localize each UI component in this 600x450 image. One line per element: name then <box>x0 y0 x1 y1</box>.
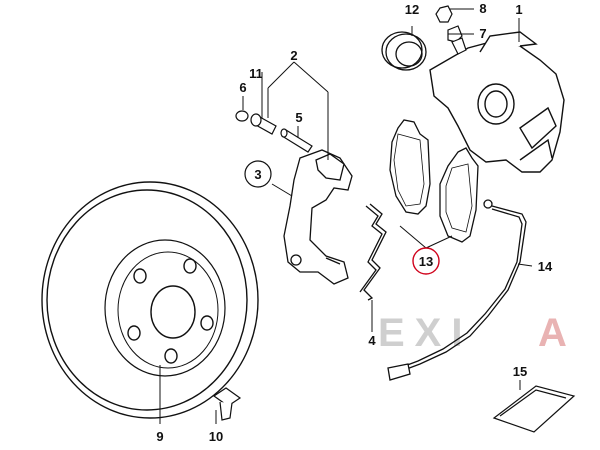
callout-13: 13 <box>419 254 433 269</box>
callout-6: 6 <box>239 80 246 95</box>
leader-lines <box>159 8 533 424</box>
watermark: EXI A <box>378 311 577 355</box>
callout-1: 1 <box>515 2 522 17</box>
callout-3: 3 <box>254 167 261 182</box>
brake-caliper <box>429 31 565 173</box>
callout-15: 15 <box>513 364 527 379</box>
callout-5: 5 <box>295 110 302 125</box>
countersunk-screw <box>212 387 242 421</box>
guide-bolt-set <box>235 110 313 153</box>
grease-packet <box>492 385 576 433</box>
seal-ring <box>381 31 427 71</box>
callout-9: 9 <box>156 429 163 444</box>
brake-carrier <box>283 149 353 285</box>
callout-ring-3 <box>244 160 272 188</box>
callout-11: 11 <box>249 66 263 81</box>
callout-4: 4 <box>368 333 376 348</box>
wear-sensor <box>387 199 527 381</box>
anti-rattle-spring <box>359 203 387 301</box>
callout-12: 12 <box>405 2 419 17</box>
callout-ring-13 <box>412 247 440 275</box>
watermark-text: EXI <box>378 311 472 355</box>
callout-2: 2 <box>290 48 297 63</box>
watermark-accent-text: A <box>538 311 577 355</box>
bleed-screw-set <box>435 5 467 55</box>
callout-8: 8 <box>479 1 486 16</box>
callout-14: 14 <box>538 259 553 274</box>
callout-10: 10 <box>209 429 223 444</box>
brake-pad-set <box>389 119 479 243</box>
callout-labels: 1 2 3 4 5 6 7 8 9 10 11 12 13 14 15 <box>156 1 553 444</box>
brake-disc <box>41 181 259 419</box>
callout-7: 7 <box>479 26 486 41</box>
